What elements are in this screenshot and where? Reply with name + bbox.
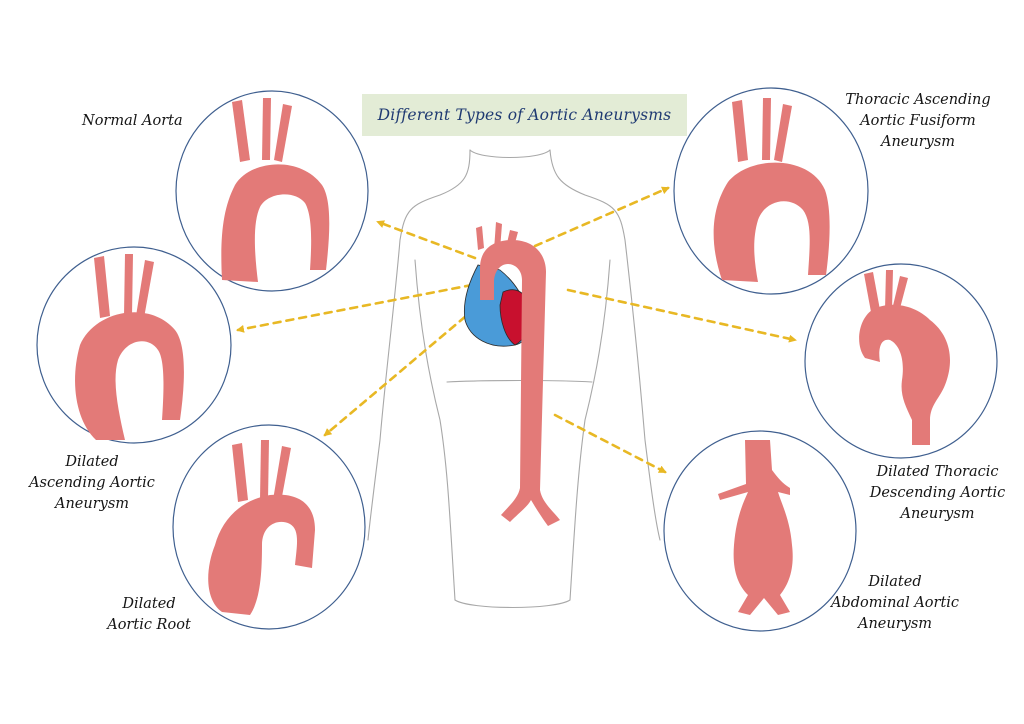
label-abdominal-line-3: Aneurysm <box>857 616 933 632</box>
label-abdominal-line-2: Abdominal Aortic <box>830 595 960 611</box>
arrows <box>236 186 797 474</box>
arrow-to-descending <box>566 288 797 343</box>
aorta-fusiform <box>713 98 830 282</box>
label-fusiform: Thoracic Ascending Aortic Fusiform Aneur… <box>828 90 1008 153</box>
circle-descending <box>804 263 998 459</box>
label-ascending-line-1: Dilated <box>65 454 119 470</box>
label-descending-line-2: Descending Aortic <box>869 485 1006 501</box>
label-descending-line-3: Aneurysm <box>900 506 975 522</box>
label-abdominal-line-1: Dilated <box>868 574 922 590</box>
label-ascending: Dilated Ascending Aortic Aneurysm <box>12 452 172 515</box>
arrow-to-fusiform <box>533 186 670 248</box>
arrow-to-abdominal <box>553 413 667 474</box>
body-outline <box>367 149 661 609</box>
label-root: Dilated Aortic Root <box>84 594 214 636</box>
circle-ascending <box>36 246 232 444</box>
aorta-ascending <box>75 254 184 440</box>
label-fusiform-line-3: Aneurysm <box>880 134 956 150</box>
label-ascending-line-3: Aneurysm <box>54 496 130 512</box>
label-root-line-1: Dilated <box>122 596 176 612</box>
title-box: Different Types of Aortic Aneurysms <box>362 94 687 136</box>
label-fusiform-line-2: Aortic Fusiform <box>860 113 976 129</box>
aorta-root <box>208 440 315 615</box>
aorta-normal <box>221 98 330 282</box>
arrow-to-normal <box>376 220 477 260</box>
diagram-title: Different Types of Aortic Aneurysms <box>377 106 672 124</box>
circle-root <box>172 424 366 630</box>
label-descending-line-1: Dilated Thoracic <box>876 464 999 480</box>
circle-normal <box>175 90 369 292</box>
label-normal-line: Normal Aorta <box>82 113 183 129</box>
aorta-descending <box>859 270 950 445</box>
label-descending: Dilated Thoracic Descending Aortic Aneur… <box>850 462 1024 525</box>
central-aorta <box>476 222 560 526</box>
circle-abdominal <box>663 430 857 632</box>
arrow-to-root <box>323 298 487 437</box>
aorta-abdominal <box>718 440 793 615</box>
circle-fusiform <box>673 87 869 295</box>
label-normal: Normal Aorta <box>82 111 183 132</box>
label-abdominal: Dilated Abdominal Aortic Aneurysm <box>820 572 970 635</box>
label-root-line-2: Aortic Root <box>107 617 191 633</box>
label-fusiform-line-1: Thoracic Ascending <box>845 92 991 108</box>
circles <box>36 87 998 632</box>
arrow-to-ascending <box>236 283 474 333</box>
heart-illustration <box>463 264 531 347</box>
label-ascending-line-2: Ascending Aortic <box>29 475 155 491</box>
